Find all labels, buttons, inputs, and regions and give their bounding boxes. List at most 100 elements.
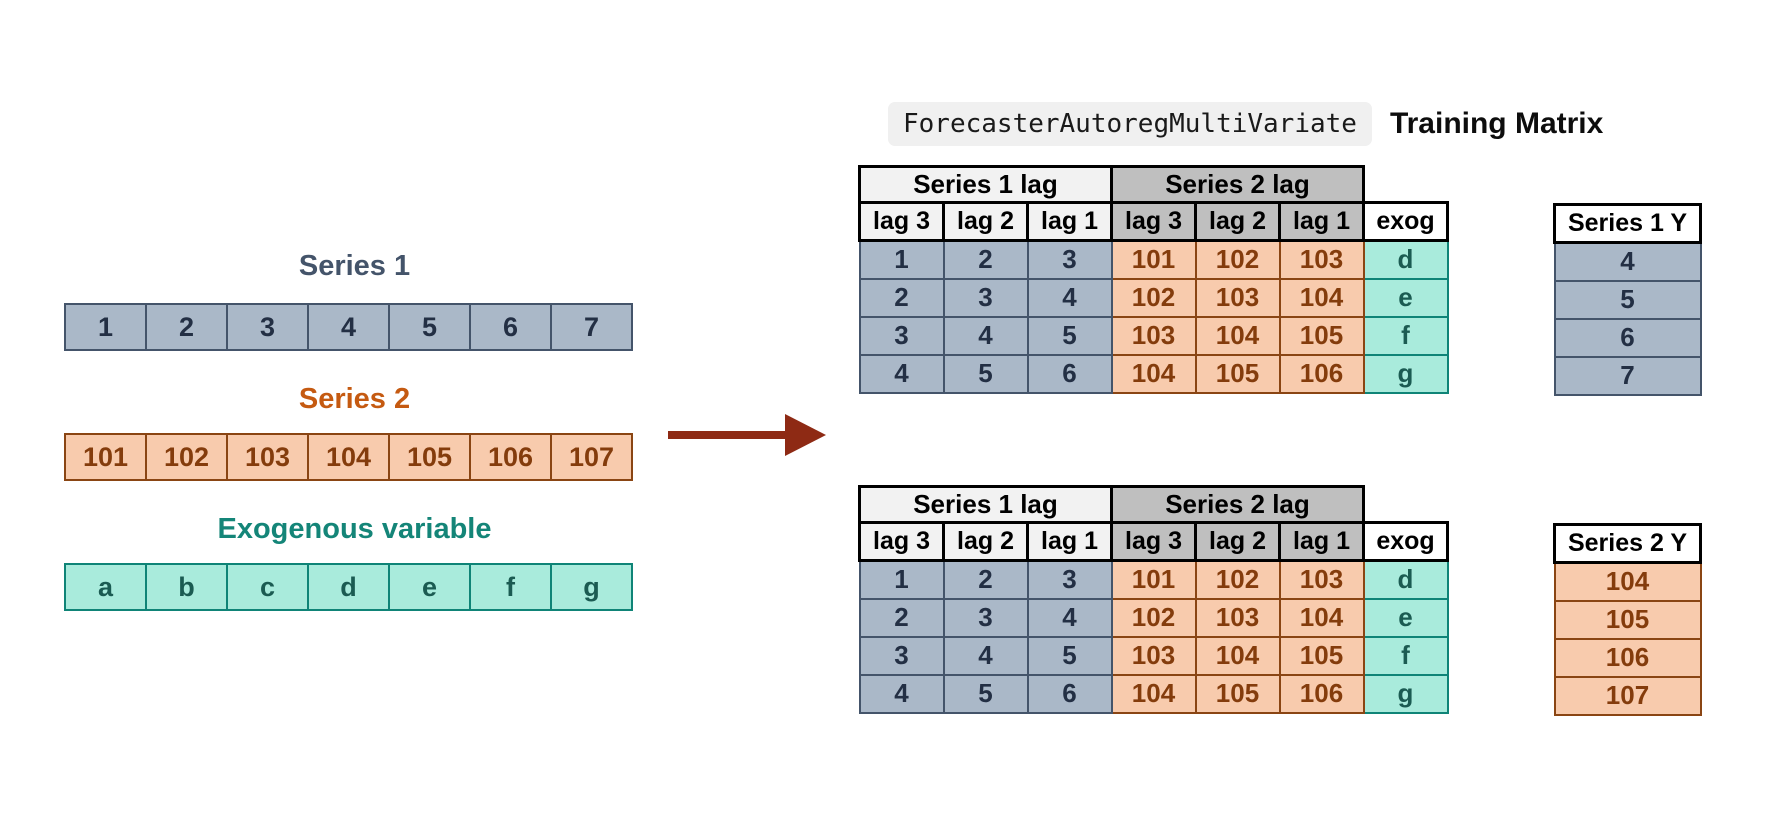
- matrix-cell: 6: [1026, 673, 1113, 714]
- matrix-cell: 101: [1110, 239, 1197, 280]
- series1-cell: 6: [469, 303, 552, 351]
- matrix-cell: 4: [1026, 277, 1113, 318]
- matrix-cell: 102: [1194, 239, 1281, 280]
- series1-cell: 5: [388, 303, 471, 351]
- series2-cell: 107: [550, 433, 633, 481]
- matrix-cell: 104: [1194, 315, 1281, 356]
- exog-cell: e: [388, 563, 471, 611]
- matrix-cell: 3: [942, 277, 1029, 318]
- column-header: lag 3: [1110, 201, 1197, 242]
- table-row: 1 2 3 101 102 103 d: [858, 559, 1449, 600]
- matrix-cell: 103: [1110, 315, 1197, 356]
- table-row: 2 3 4 102 103 104 e: [858, 597, 1449, 638]
- series1-lag-group-header: Series 1 lag: [858, 485, 1113, 524]
- matrix-cell: 101: [1110, 559, 1197, 600]
- matrix-cell: 1: [858, 559, 945, 600]
- heading: ForecasterAutoregMultiVariate Training M…: [888, 100, 1603, 148]
- matrix-cell: 105: [1278, 315, 1365, 356]
- column-header: exog: [1362, 521, 1449, 562]
- series2-cell: 102: [145, 433, 228, 481]
- table-row: Series 2 Y: [1553, 523, 1702, 564]
- header-spacer: [1364, 487, 1448, 523]
- exog-cell: d: [307, 563, 390, 611]
- table-row: 4: [1553, 241, 1702, 282]
- table-row: Series 1 lag Series 2 lag: [858, 485, 1448, 524]
- matrix-cell: 102: [1110, 277, 1197, 318]
- series1-title: Series 1: [298, 250, 411, 282]
- matrix-cell: g: [1362, 673, 1449, 714]
- matrix-cell: g: [1362, 353, 1449, 394]
- table-row: 105: [1553, 599, 1702, 640]
- table-row: 1 2 3 4 5 6 7: [64, 303, 633, 351]
- series2-cell: 103: [226, 433, 309, 481]
- right-arrow-icon: [668, 414, 826, 456]
- column-header: lag 2: [942, 521, 1029, 562]
- matrix-cell: 3: [942, 597, 1029, 638]
- exog-cell: a: [64, 563, 147, 611]
- table-row: Series 1 Y: [1553, 203, 1702, 244]
- matrix-cell: 102: [1194, 559, 1281, 600]
- series2-y-header: Series 2 Y: [1553, 523, 1702, 564]
- forecaster-code-chip: ForecasterAutoregMultiVariate: [888, 102, 1372, 146]
- exog-title: Exogenous variable: [217, 513, 492, 545]
- column-header: lag 2: [1194, 201, 1281, 242]
- column-header: lag 1: [1278, 201, 1365, 242]
- series2-cell: 104: [307, 433, 390, 481]
- matrix-cell: 103: [1278, 559, 1365, 600]
- y-cell: 6: [1553, 317, 1702, 358]
- series1-y-header: Series 1 Y: [1553, 203, 1702, 244]
- table-row: 1 2 3 101 102 103 d: [858, 239, 1449, 280]
- matrix-cell: 3: [858, 315, 945, 356]
- series1-row: 1 2 3 4 5 6 7: [64, 303, 633, 351]
- table-row: 5: [1553, 279, 1702, 320]
- matrix-cell: 5: [942, 353, 1029, 394]
- matrix-cell: 103: [1194, 277, 1281, 318]
- matrix-cell: 105: [1194, 353, 1281, 394]
- matrix-cell: 3: [1026, 239, 1113, 280]
- series2-cell: 101: [64, 433, 147, 481]
- matrix-cell: 104: [1110, 353, 1197, 394]
- table-row: 4 5 6 104 105 106 g: [858, 673, 1449, 714]
- series1-lag-group-header: Series 1 lag: [858, 165, 1113, 204]
- matrix-cell: 103: [1110, 635, 1197, 676]
- column-header: lag 1: [1026, 521, 1113, 562]
- matrix-cell: 104: [1194, 635, 1281, 676]
- matrix-cell: 3: [858, 635, 945, 676]
- matrix-cell: 1: [858, 239, 945, 280]
- column-header: lag 1: [1278, 521, 1365, 562]
- page-title: Training Matrix: [1389, 107, 1604, 140]
- matrix-cell: 4: [858, 353, 945, 394]
- matrix-cell: 106: [1278, 673, 1365, 714]
- matrix-cell: 5: [1026, 635, 1113, 676]
- series1-cell: 1: [64, 303, 147, 351]
- exog-cell: c: [226, 563, 309, 611]
- matrix-cell: 4: [1026, 597, 1113, 638]
- series1-cell: 3: [226, 303, 309, 351]
- table-row: a b c d e f g: [64, 563, 633, 611]
- training-matrix-2: Series 1 lag Series 2 lag lag 3 lag 2 la…: [858, 485, 1449, 714]
- table-row: 6: [1553, 317, 1702, 358]
- exog-cell: g: [550, 563, 633, 611]
- column-header: lag 2: [1194, 521, 1281, 562]
- table-row: 2 3 4 102 103 104 e: [858, 277, 1449, 318]
- series1-cell: 2: [145, 303, 228, 351]
- series2-cell: 105: [388, 433, 471, 481]
- matrix-cell: 6: [1026, 353, 1113, 394]
- table-row: 101 102 103 104 105 106 107: [64, 433, 633, 481]
- table-row: lag 3 lag 2 lag 1 lag 3 lag 2 lag 1 exog: [858, 201, 1449, 242]
- table-row: 106: [1553, 637, 1702, 678]
- matrix-cell: 2: [942, 239, 1029, 280]
- y-cell: 104: [1553, 561, 1702, 602]
- header-spacer: [1364, 167, 1448, 203]
- matrix-cell: 105: [1278, 635, 1365, 676]
- series2-row: 101 102 103 104 105 106 107: [64, 433, 633, 481]
- matrix-cell: 4: [858, 673, 945, 714]
- matrix-cell: 2: [942, 559, 1029, 600]
- series2-cell: 106: [469, 433, 552, 481]
- series2-lag-group-header: Series 2 lag: [1110, 165, 1365, 204]
- series2-lag-group-header: Series 2 lag: [1110, 485, 1365, 524]
- table-row: 3 4 5 103 104 105 f: [858, 635, 1449, 676]
- series2-y-table: Series 2 Y 104 105 106 107: [1553, 523, 1702, 716]
- exog-cell: f: [469, 563, 552, 611]
